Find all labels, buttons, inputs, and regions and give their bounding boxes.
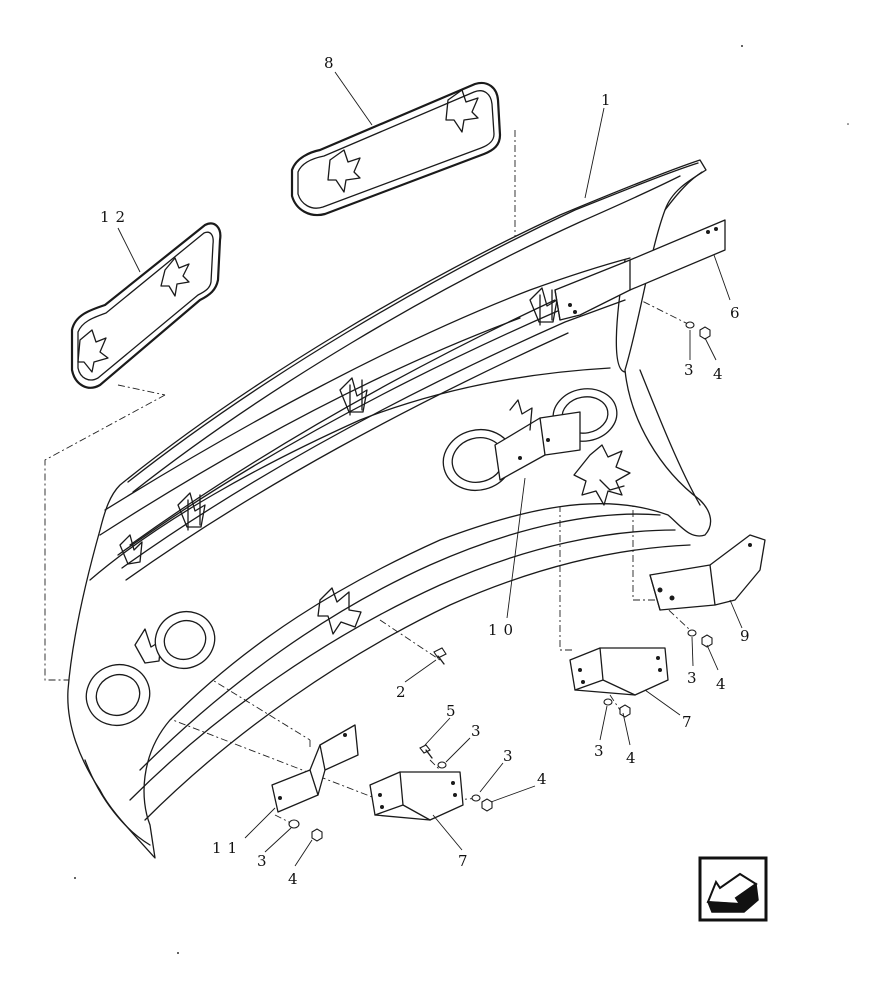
light-openings [85,388,618,727]
callout-12: 12 [100,208,131,226]
bracket-7-lower [369,771,464,821]
callout-8: 8 [324,54,340,72]
callout-3: 3 [594,742,610,760]
callout-4: 4 [716,675,732,693]
callout-4: 4 [626,749,642,767]
panel-12 [70,222,222,389]
bracket-7-right [569,647,669,696]
bracket-9 [649,534,766,611]
bracket-11 [271,724,359,813]
right-clip [573,444,631,506]
callout-4: 4 [713,365,729,383]
hardware [288,321,713,842]
callout-10: 10 [488,621,519,639]
callout-11: 11 [212,839,243,857]
bracket-6 [554,219,726,321]
callout-2: 2 [396,683,412,701]
callout-3: 3 [471,722,487,740]
stray-dots [74,45,849,954]
panel-clips [119,287,558,664]
callout-3: 3 [257,852,273,870]
support-rails [117,287,626,581]
callout-6: 6 [730,304,746,322]
callout-7: 7 [458,852,474,870]
callout-3: 3 [684,361,700,379]
panel-8 [290,81,502,217]
callout-3: 3 [687,669,703,687]
fascia-panel [67,159,712,859]
front-direction-arrow-icon [698,856,768,922]
leader-lines [117,71,743,867]
callout-3: 3 [503,747,519,765]
bracket-10 [494,399,581,481]
callout-9: 9 [740,627,756,645]
callout-7: 7 [682,713,698,731]
callout-4: 4 [288,870,304,888]
callout-4: 4 [537,770,553,788]
callouts: 1 2 3 4 3 4 3 4 3 3 4 3 4 5 6 7 7 8 9 10… [100,54,756,888]
callout-1: 1 [601,91,617,109]
callout-5: 5 [446,702,462,720]
